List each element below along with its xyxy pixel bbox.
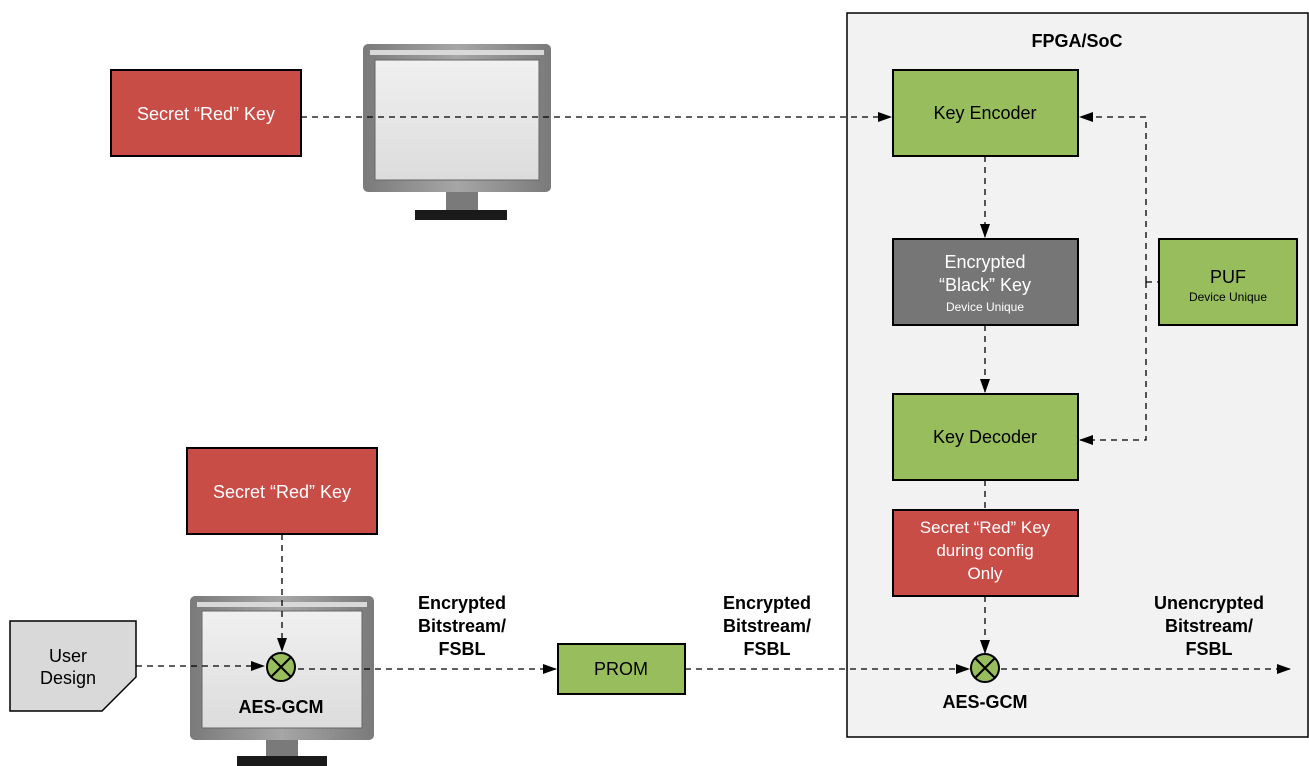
red-key-config-line3: Only bbox=[968, 564, 1003, 583]
key-decoder-label: Key Decoder bbox=[933, 427, 1037, 447]
enc2-line1: Encrypted bbox=[723, 593, 811, 613]
encrypted-bitstream-label-2: Encrypted Bitstream/ FSBL bbox=[723, 593, 811, 659]
black-key-line1: Encrypted bbox=[944, 252, 1025, 272]
prom-label: PROM bbox=[594, 659, 648, 679]
key-decoder-box: Key Decoder bbox=[892, 393, 1079, 481]
bottom-secret-red-key: Secret “Red” Key bbox=[186, 447, 378, 535]
user-design-document: User Design bbox=[9, 620, 137, 712]
chip-xor-symbol bbox=[970, 653, 1000, 683]
red-key-config-line1: Secret “Red” Key bbox=[920, 518, 1051, 537]
chip-aes-gcm-label: AES-GCM bbox=[943, 692, 1028, 712]
user-design-line2: Design bbox=[40, 668, 96, 688]
puf-box: PUF Device Unique bbox=[1158, 238, 1298, 326]
black-key-line2: “Black” Key bbox=[939, 275, 1031, 295]
key-encoder-box: Key Encoder bbox=[892, 69, 1079, 157]
enc1-line2: Bitstream/ bbox=[418, 616, 506, 636]
enc2-line2: Bitstream/ bbox=[723, 616, 811, 636]
encrypted-black-key-box: Encrypted “Black” Key Device Unique bbox=[892, 238, 1079, 326]
key-encoder-label: Key Encoder bbox=[933, 103, 1036, 123]
encrypted-bitstream-label-1: Encrypted Bitstream/ FSBL bbox=[418, 593, 506, 659]
black-key-sub: Device Unique bbox=[946, 300, 1024, 314]
connectors bbox=[136, 112, 1291, 674]
line-puf-to-encoder bbox=[1079, 112, 1147, 282]
unencrypted-bitstream-label: Unencrypted Bitstream/ FSBL bbox=[1154, 593, 1264, 659]
user-design-line1: User bbox=[49, 646, 87, 666]
prom-box: PROM bbox=[557, 643, 686, 695]
bottom-aes-gcm-label: AES-GCM bbox=[239, 697, 324, 717]
line-puf-to-decoder bbox=[1079, 282, 1147, 445]
unenc-line3: FSBL bbox=[1186, 639, 1233, 659]
red-key-config-box: Secret “Red” Key during config Only bbox=[892, 509, 1079, 597]
bottom-secret-red-key-label: Secret “Red” Key bbox=[213, 482, 351, 502]
enc2-line3: FSBL bbox=[744, 639, 791, 659]
puf-sub: Device Unique bbox=[1189, 290, 1267, 304]
bottom-xor-symbol bbox=[266, 652, 296, 682]
unenc-line1: Unencrypted bbox=[1154, 593, 1264, 613]
unenc-line2: Bitstream/ bbox=[1165, 616, 1253, 636]
enc1-line3: FSBL bbox=[439, 639, 486, 659]
red-key-config-line2: during config bbox=[936, 541, 1033, 560]
enc1-line1: Encrypted bbox=[418, 593, 506, 613]
top-secret-red-key: Secret “Red” Key bbox=[110, 69, 302, 157]
fpga-soc-title: FPGA/SoC bbox=[1031, 31, 1122, 51]
puf-label: PUF bbox=[1210, 267, 1246, 287]
top-monitor-icon bbox=[363, 44, 551, 220]
top-secret-red-key-label: Secret “Red” Key bbox=[137, 104, 275, 124]
